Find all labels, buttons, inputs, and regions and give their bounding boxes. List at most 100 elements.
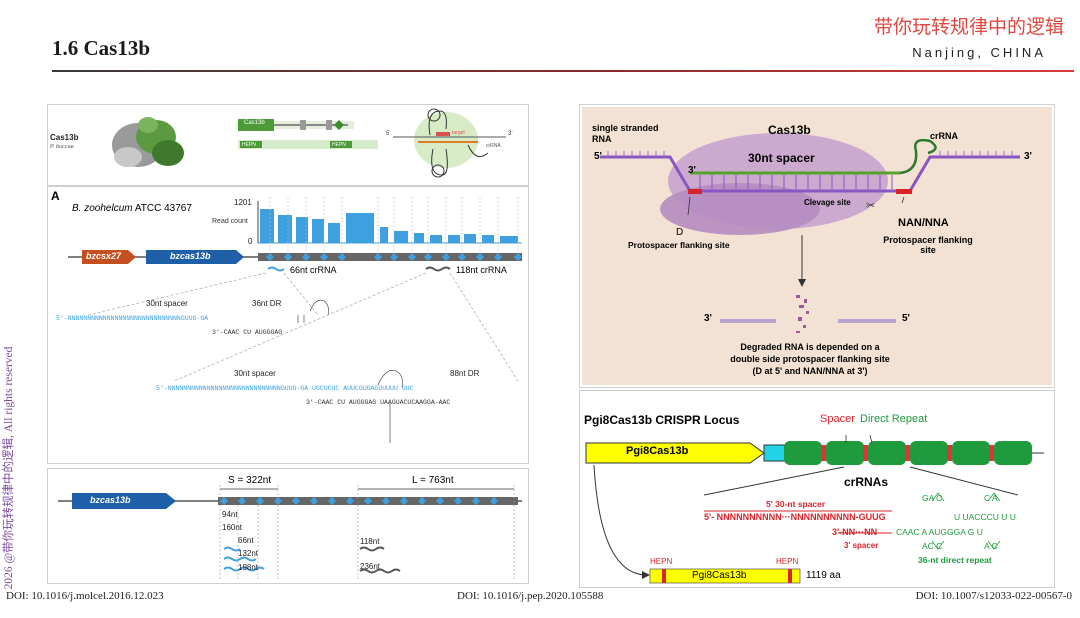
label-118nt: 118nt <box>360 537 380 546</box>
loop-top-left: GA C <box>922 493 943 503</box>
ss-rna-label-line1: single stranded <box>592 123 659 133</box>
read-count-axis-label: Read count <box>212 218 248 225</box>
gene-box-label: Cas13b <box>244 120 265 126</box>
zero-reads-label: 0 <box>248 237 253 246</box>
protein-structure-image <box>112 117 184 167</box>
protein-label: Pgi8Cas13b <box>692 570 747 581</box>
sequence-2-bottom: 3'-CAAC CU AUGGGAG UAAGUACUCAAGGA-AAC <box>306 399 451 406</box>
repeat-sequence-bottom: CAAC A AUGGGA G U <box>896 527 983 537</box>
panel-a: A B. zoohelcum ATCC 43767 1201 0 Read co… <box>47 186 529 464</box>
crispr-array <box>258 253 522 261</box>
five-prime-left: 5' <box>594 151 602 162</box>
doi-right: DOI: 10.1007/s12033-022-00567-0 <box>915 590 1072 602</box>
spacer-legend: Spacer <box>820 413 855 425</box>
spacer-1-label: 30nt spacer <box>146 299 188 308</box>
degraded-caption-line1: Degraded RNA is depended on a <box>740 342 880 352</box>
nan-label: NAN/NNA <box>898 217 949 229</box>
locus-title: Pgi8Cas13b CRISPR Locus <box>584 413 740 427</box>
degraded-caption-line2: double side protospacer flanking site <box>730 354 890 364</box>
nan-site-label-line2: site <box>920 245 936 255</box>
ss-rna-strand <box>600 155 1020 193</box>
crrna-66-label: 66nt crRNA <box>290 265 337 275</box>
crispr-locus-figure <box>585 434 1044 584</box>
crrna-sequence-bottom-nn: 3'-NN···NN <box>832 527 878 537</box>
label-94nt: 94nt <box>222 510 238 519</box>
overview-figure <box>112 108 506 178</box>
degraded-five-prime: 5' <box>902 313 910 324</box>
svg-text:✂: ✂ <box>866 199 875 212</box>
brand-text: 带你玩转规律中的逻辑 <box>873 17 1064 38</box>
long-array-label: L = 763nt <box>412 475 454 486</box>
label-198nt: 198nt <box>238 563 259 572</box>
nan-site-label-line1: Protospacer flanking <box>883 235 973 245</box>
doi-middle: DOI: 10.1016/j.pep.2020.105588 <box>457 590 604 602</box>
side-watermark: 2026 @带你玩转规律中的逻辑, All rights reserved <box>3 346 15 590</box>
degraded-fragments <box>796 295 809 333</box>
page-title: 1.6 Cas13b <box>52 36 151 60</box>
cas13b-label: Cas13b <box>50 133 79 142</box>
crrna-66-wave <box>267 266 285 272</box>
loop-bottom-left: AC C <box>922 541 943 551</box>
spacer-2-label: 30nt spacer <box>234 369 276 378</box>
spacer-5-label: 5' 30-nt spacer <box>766 499 826 509</box>
crrna-label: crRNA <box>930 131 959 141</box>
degraded-caption-line3: (D at 5' and NAN/NNA at 3') <box>752 366 868 376</box>
cas13b-gene-diagram <box>236 119 378 149</box>
gene-label: Pgi8Cas13b <box>626 445 689 457</box>
three-prime-label: 3' <box>508 131 513 137</box>
panel-b: bzcas13b S = 322nt L = 763nt 94nt 160nt … <box>47 468 529 584</box>
title-divider <box>52 70 1074 72</box>
protein-bar <box>649 568 801 584</box>
hepn-label-1: HEPN <box>242 142 256 148</box>
organism-name: B. zoohelcum ATCC 43767 <box>72 203 192 214</box>
direct-repeat-label: 36-nt direct repeat <box>918 555 992 565</box>
label-236nt: 236nt <box>360 562 381 571</box>
bzcas13b-label-b: bzcas13b <box>90 495 131 505</box>
crrna-sequence-top: 5'- NNNNNNNNNN···NNNNNNNNNN-GUUG <box>704 512 886 522</box>
cleavage-site-label: Clevage site <box>804 198 851 207</box>
sequence-1-top-text: 5'-NNNNNNNNNNNNNNNNNNNNNNNNNNNNNGUUG-GA <box>56 315 209 322</box>
target-label: target <box>452 130 465 136</box>
ss-rna-label: single stranded RNA <box>592 123 659 145</box>
repeat-sequence-top: U UACCCU U U <box>954 512 1016 522</box>
direct-repeat-legend: Direct Repeat <box>860 413 928 425</box>
read-count-coverage <box>257 201 522 244</box>
d-flank-site <box>688 189 702 194</box>
species-label: P. buccae <box>50 144 74 150</box>
label-160nt: 160nt <box>222 523 243 532</box>
sequence-1-top: 5'-NNNNNNNNNNNNNNNNNNNNNNNNNNNNNGUUG-GA <box>56 315 208 322</box>
cleavage-mechanism-panel: ✂ single stranded RNA Cas13b crRNA 30nt … <box>579 104 1055 388</box>
panel-a-figure <box>68 197 522 443</box>
spacer-label: 30nt spacer <box>748 151 815 165</box>
crrna-small-label: crRNA <box>486 143 501 149</box>
dr-2-label: 88nt DR <box>450 369 480 378</box>
degraded-caption: Degraded RNA is depended on a double sid… <box>690 341 930 377</box>
crrna-loop <box>899 138 937 175</box>
location-text: Nanjing, CHINA <box>912 45 1046 60</box>
spacer-3-label: 3' spacer <box>844 541 879 550</box>
panel-letter: A <box>51 189 60 203</box>
pgi8cas13b-gene-arrow <box>585 442 765 464</box>
bzcsx27-label: bzcsx27 <box>86 251 122 261</box>
cas13b-overview-panel: Cas13b P. buccae Cas13b HEPN HEPN target… <box>47 104 529 186</box>
three-prime-right: 3' <box>1024 151 1032 162</box>
hepn-label-a: HEPN <box>650 557 673 566</box>
d-label: D <box>676 227 684 238</box>
five-prime-label: 5' <box>386 131 391 137</box>
sequence-1-bottom: 3'-CAAC CU AUGGGAG <box>212 329 283 336</box>
three-prime-inner: 3' <box>688 165 696 176</box>
degraded-three-prime: 3' <box>704 313 712 324</box>
crrnas-label: crRNAs <box>844 475 889 489</box>
bzcas13b-label: bzcas13b <box>170 251 211 261</box>
nan-site-label: Protospacer flanking site <box>878 235 978 255</box>
organism-strain: ATCC 43767 <box>134 203 192 214</box>
bzcas13b-gene-b <box>72 493 176 509</box>
loop-top-right: C A <box>984 493 998 503</box>
label-132nt: 132nt <box>238 549 259 558</box>
hepn-label-2: HEPN <box>332 142 346 148</box>
crrna-118-wave <box>425 266 451 272</box>
ss-rna-label-line2: RNA <box>592 134 612 144</box>
bzcsx27-gene <box>82 250 136 264</box>
crrna-118-label: 118nt crRNA <box>456 265 507 275</box>
nan-flank-site <box>896 189 912 194</box>
